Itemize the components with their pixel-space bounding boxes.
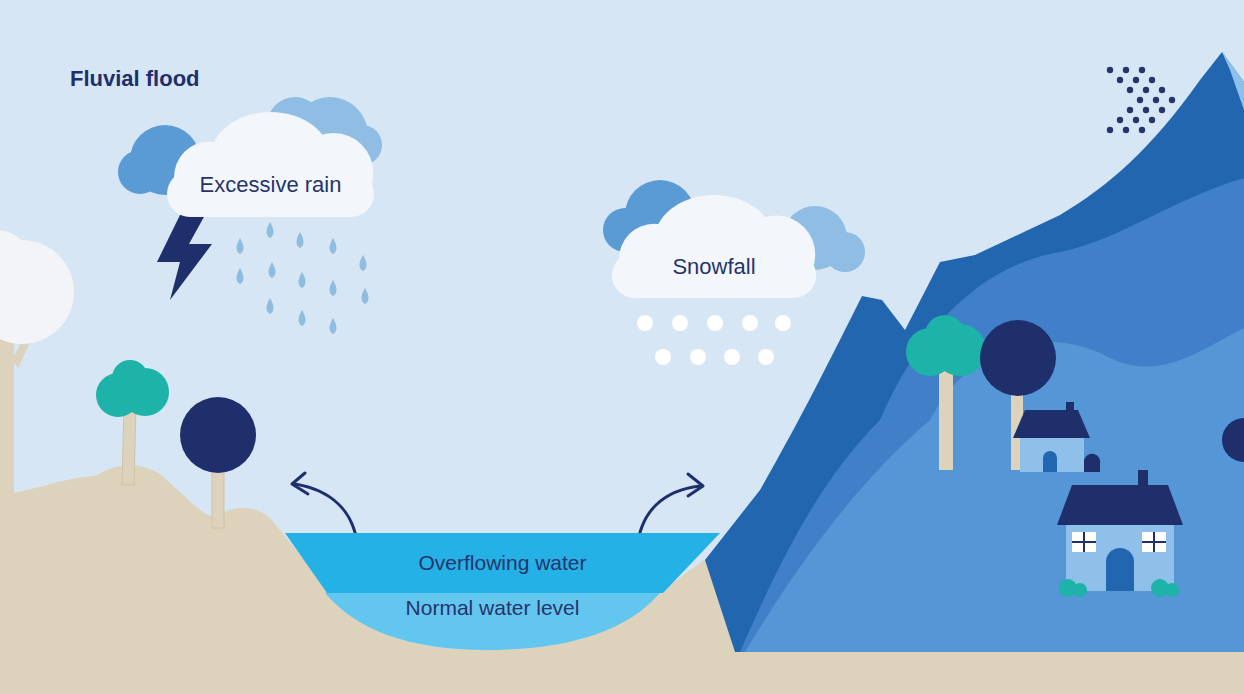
snow-cloud: Snowfall <box>603 195 825 298</box>
chevron-dot <box>1143 87 1149 93</box>
node-label: Excessive rain <box>200 172 342 198</box>
chevron-dot <box>1159 87 1165 93</box>
node-label: Snowfall <box>672 254 755 280</box>
rain-drops <box>237 222 369 334</box>
snow-dots <box>637 315 791 365</box>
chevron-dot <box>1127 107 1133 113</box>
chevron-dot <box>1139 127 1145 133</box>
overflow-water-band: Overflowing water <box>285 533 720 593</box>
left-trees <box>96 360 256 528</box>
left-tree <box>0 230 74 500</box>
node-label: Overflowing water <box>418 551 586 575</box>
chevron-dot <box>1149 117 1155 123</box>
chevron-dot <box>1143 107 1149 113</box>
chevron-dots <box>1107 67 1175 133</box>
diagram-title: Fluvial flood <box>70 66 200 92</box>
chevron-dot <box>1117 77 1123 83</box>
chevron-dot <box>1117 117 1123 123</box>
chevron-dot <box>1153 97 1159 103</box>
chevron-dot <box>1107 67 1113 73</box>
chevron-dot <box>1159 107 1165 113</box>
cloud-shape <box>603 195 825 298</box>
chevron-dot <box>1133 77 1139 83</box>
chevron-dot <box>1123 127 1129 133</box>
lightning <box>157 215 212 300</box>
chevron-dot <box>1149 77 1155 83</box>
chevron-dot <box>1137 97 1143 103</box>
chevron-dot <box>1107 127 1113 133</box>
chevron-dot <box>1127 87 1133 93</box>
chevron-dot <box>1169 97 1175 103</box>
chevron-dot <box>1133 117 1139 123</box>
mountain <box>705 52 1244 652</box>
chevron-dot <box>1139 67 1145 73</box>
chevron-dot <box>1123 67 1129 73</box>
cloud-shape <box>158 112 383 217</box>
rain-cloud: Excessive rain <box>158 112 383 217</box>
node-label: Normal water level <box>406 596 580 620</box>
normal-water-band: Normal water level <box>325 593 660 653</box>
